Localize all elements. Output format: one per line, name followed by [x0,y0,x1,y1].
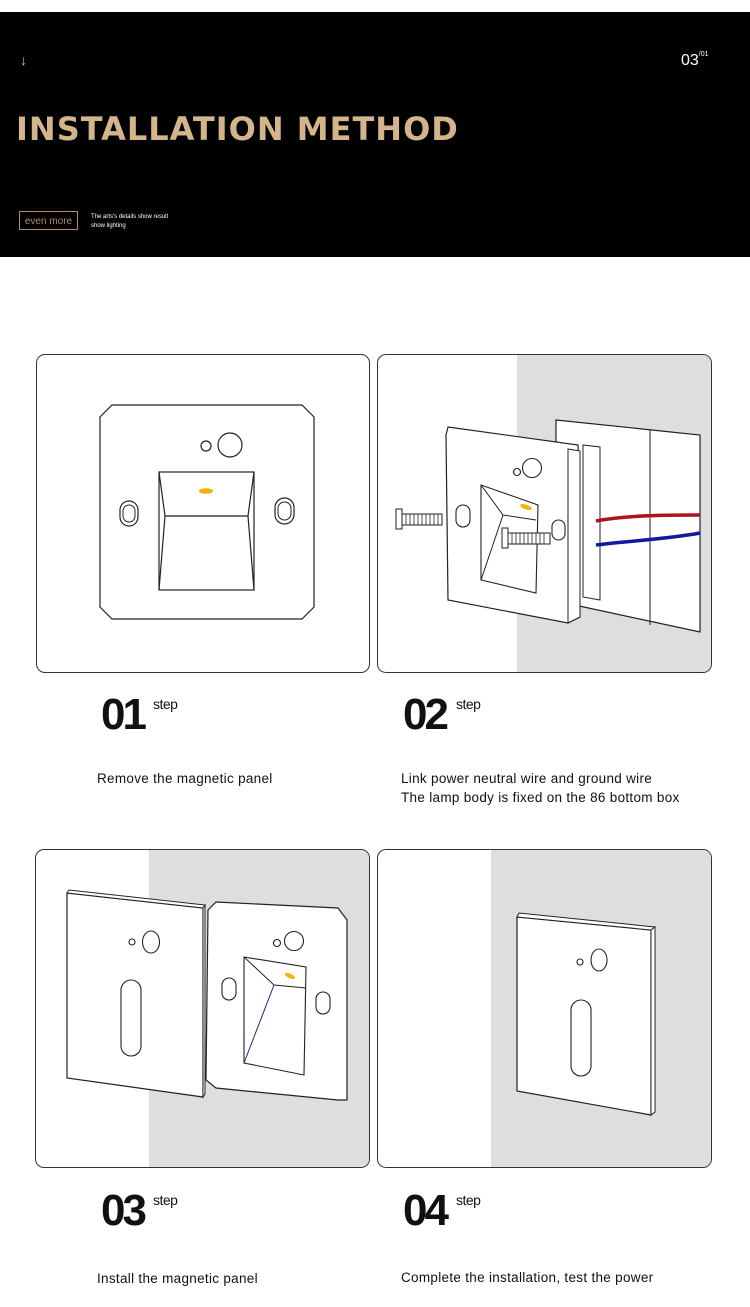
step-03-word: step [153,1192,178,1208]
step-04-number: 04 [403,1186,449,1235]
step-02-illustration [377,354,712,673]
arrow-down-icon: ↓ [20,52,27,68]
step-04-description: Complete the installation, test the powe… [401,1270,654,1285]
page-title: INSTALLATION METHOD [16,110,459,148]
blue-wire [595,531,701,547]
lamp-wiring-drawing [395,355,711,672]
step-02-number: 02 [403,690,449,739]
page-total: /01 [698,51,709,58]
screw-right [507,532,551,545]
step-01-description: Remove the magnetic panel [97,771,273,786]
page-number: 03/01 [681,51,709,69]
step-03-illustration [35,849,370,1168]
step-03-description: Install the magnetic panel [97,1271,258,1286]
led-indicator [199,488,213,494]
step-01-number: 01 [101,690,147,739]
header-banner: ↓ 03/01 INSTALLATION METHOD even more Th… [0,12,750,257]
panel-install-drawing [66,850,369,1167]
step-01-illustration [36,354,370,673]
step-03-number: 03 [101,1186,147,1235]
step-02-word: step [456,696,481,712]
step-04-illustration [377,849,712,1168]
lamp-front-drawing [99,404,315,620]
even-more-button[interactable]: even more [19,211,78,230]
step-02-description: Link power neutral wire and ground wire … [401,771,680,805]
panel-complete-drawing [491,850,711,1167]
step-01-word: step [153,696,178,712]
red-wire [595,513,701,523]
step-04-word: step [456,1192,481,1208]
tagline: The arts's details show result show ligh… [91,214,169,229]
